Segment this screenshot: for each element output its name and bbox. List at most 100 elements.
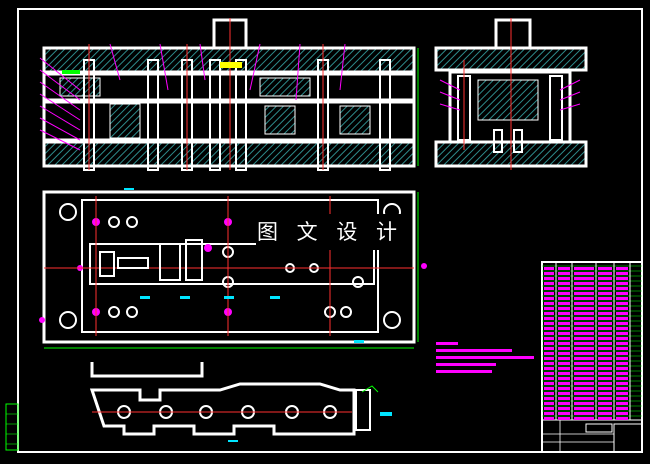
table-cell-text bbox=[544, 342, 554, 345]
table-cell-text bbox=[558, 302, 570, 305]
table-cell-text bbox=[574, 407, 594, 410]
table-cell-text bbox=[544, 297, 554, 300]
table-cell-text bbox=[574, 302, 594, 305]
table-cell-text bbox=[574, 382, 594, 385]
table-cell-text bbox=[558, 292, 570, 295]
table-cell-text bbox=[574, 337, 594, 340]
table-cell-text bbox=[598, 297, 612, 300]
table-cell-text bbox=[558, 312, 570, 315]
table-cell-text bbox=[574, 307, 594, 310]
table-cell-text bbox=[574, 387, 594, 390]
table-cell-text bbox=[598, 292, 612, 295]
table-cell-text bbox=[616, 377, 628, 380]
table-cell-text bbox=[558, 337, 570, 340]
table-cell-text bbox=[544, 282, 554, 285]
table-cell-text bbox=[598, 352, 612, 355]
table-cell-text bbox=[598, 387, 612, 390]
table-cell-text bbox=[616, 362, 628, 365]
table-cell-text bbox=[558, 417, 570, 420]
table-cell-text bbox=[544, 317, 554, 320]
table-cell-text bbox=[544, 302, 554, 305]
table-cell-text bbox=[558, 402, 570, 405]
technical-notes bbox=[436, 342, 534, 373]
table-cell-text bbox=[544, 277, 554, 280]
table-cell-text bbox=[544, 322, 554, 325]
table-cell-text bbox=[574, 282, 594, 285]
table-cell-text bbox=[544, 327, 554, 330]
table-cell-text bbox=[598, 412, 612, 415]
table-cell-text bbox=[616, 397, 628, 400]
table-cell-text bbox=[544, 332, 554, 335]
title-block-table bbox=[541, 261, 643, 453]
table-cell-text bbox=[598, 277, 612, 280]
table-cell-text bbox=[616, 372, 628, 375]
table-cell-text bbox=[544, 417, 554, 420]
table-cell-text bbox=[558, 342, 570, 345]
table-cell-text bbox=[558, 347, 570, 350]
table-cell-text bbox=[558, 352, 570, 355]
table-cell-text bbox=[558, 277, 570, 280]
table-cell-text bbox=[616, 337, 628, 340]
table-cell-text bbox=[544, 267, 554, 270]
table-cell-text bbox=[616, 287, 628, 290]
table-cell-text bbox=[558, 372, 570, 375]
table-cell-text bbox=[558, 412, 570, 415]
table-cell-text bbox=[616, 307, 628, 310]
table-cell-text bbox=[598, 382, 612, 385]
table-cell-text bbox=[598, 317, 612, 320]
table-cell-text bbox=[544, 272, 554, 275]
table-cell-text bbox=[598, 402, 612, 405]
table-cell-text bbox=[558, 297, 570, 300]
table-cell-text bbox=[544, 347, 554, 350]
table-cell-text bbox=[558, 317, 570, 320]
table-cell-text bbox=[616, 382, 628, 385]
table-cell-text bbox=[616, 267, 628, 270]
table-cell-text bbox=[574, 292, 594, 295]
table-cell-text bbox=[598, 417, 612, 420]
table-cell-text bbox=[598, 347, 612, 350]
table-cell-text bbox=[616, 297, 628, 300]
table-cell-text bbox=[598, 302, 612, 305]
table-cell-text bbox=[558, 377, 570, 380]
table-cell-text bbox=[616, 277, 628, 280]
table-cell-text bbox=[574, 267, 594, 270]
table-cell-text bbox=[574, 377, 594, 380]
table-cell-text bbox=[616, 367, 628, 370]
table-cell-text bbox=[544, 377, 554, 380]
table-cell-text bbox=[574, 342, 594, 345]
table-cell-text bbox=[574, 367, 594, 370]
table-cell-text bbox=[558, 387, 570, 390]
front-section-view bbox=[39, 18, 419, 171]
table-cell-text bbox=[558, 267, 570, 270]
table-cell-text bbox=[616, 312, 628, 315]
table-cell-text bbox=[616, 357, 628, 360]
table-cell-text bbox=[544, 412, 554, 415]
strip-layout-view bbox=[89, 362, 392, 442]
table-cell-text bbox=[544, 382, 554, 385]
table-cell-text bbox=[544, 352, 554, 355]
table-cell-text bbox=[558, 397, 570, 400]
table-cell-text bbox=[558, 307, 570, 310]
table-cell-text bbox=[574, 417, 594, 420]
table-cell-text bbox=[598, 267, 612, 270]
table-cell-text bbox=[574, 402, 594, 405]
table-cell-text bbox=[574, 392, 594, 395]
table-cell-text bbox=[558, 332, 570, 335]
table-cell-text bbox=[616, 272, 628, 275]
table-cell-text bbox=[598, 322, 612, 325]
table-cell-text bbox=[616, 352, 628, 355]
table-cell-text bbox=[616, 292, 628, 295]
table-cell-text bbox=[544, 337, 554, 340]
table-cell-text bbox=[616, 407, 628, 410]
table-cell-text bbox=[544, 387, 554, 390]
table-cell-text bbox=[574, 297, 594, 300]
table-cell-text bbox=[558, 362, 570, 365]
table-cell-text bbox=[574, 312, 594, 315]
table-cell-text bbox=[616, 317, 628, 320]
side-section-view bbox=[434, 18, 588, 170]
watermark-text: 图 文 设 计 bbox=[256, 214, 404, 250]
table-cell-text bbox=[544, 307, 554, 310]
table-cell-text bbox=[598, 407, 612, 410]
table-cell-text bbox=[598, 282, 612, 285]
table-cell-text bbox=[598, 327, 612, 330]
